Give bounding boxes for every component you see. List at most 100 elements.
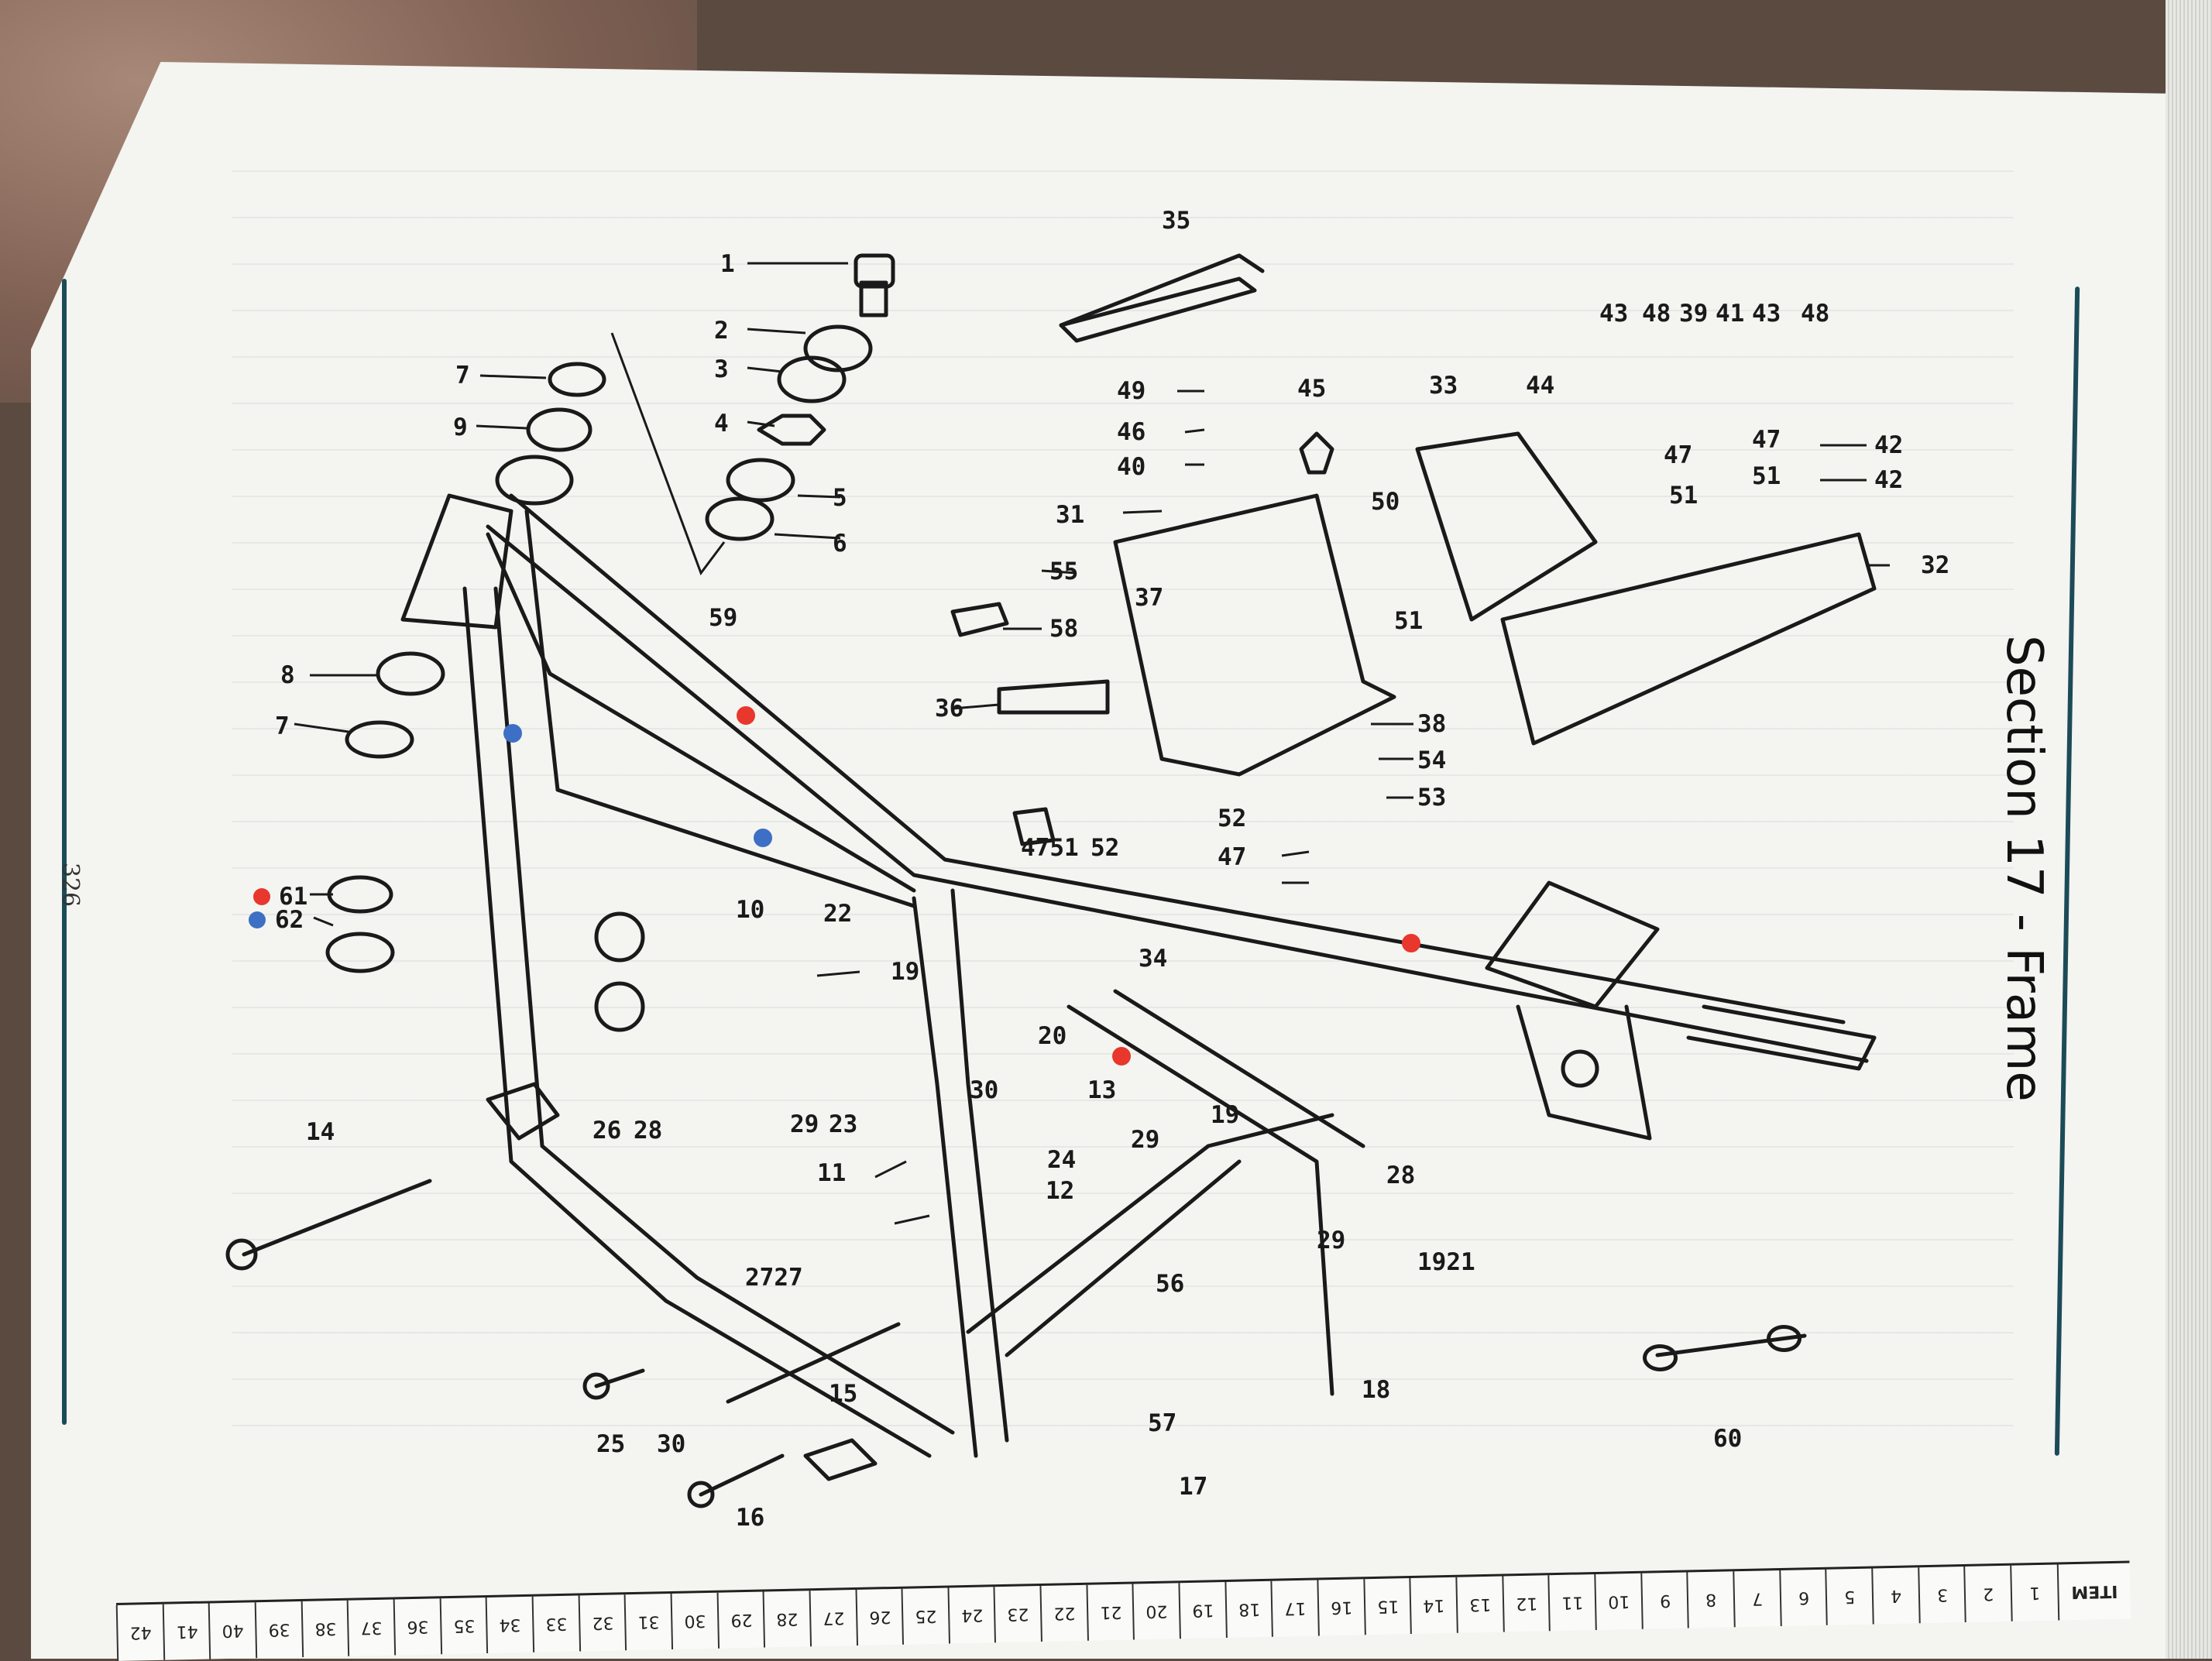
callout-42: 42 — [1874, 431, 1903, 459]
callout-43: 43 — [1599, 300, 1628, 328]
blue-marker — [503, 724, 522, 743]
table-column-header: 39 — [254, 1601, 303, 1659]
callout-29: 29 — [1317, 1227, 1345, 1254]
table-column-header: 24 — [947, 1587, 995, 1644]
callout-49: 49 — [1117, 377, 1146, 405]
manual-page — [31, 62, 2192, 1659]
callout-51: 51 — [1752, 462, 1781, 490]
red-marker — [737, 706, 755, 725]
callout-7: 7 — [455, 362, 470, 390]
table-column-header: 33 — [531, 1595, 580, 1652]
callout-53: 53 — [1417, 784, 1446, 812]
red-marker — [1402, 934, 1420, 952]
bleed-through-text — [232, 155, 2014, 1471]
callout-3: 3 — [714, 355, 729, 383]
table-column-header: 4 — [1871, 1567, 1919, 1625]
table-column-header: 32 — [578, 1594, 626, 1652]
callout-22: 22 — [823, 900, 852, 928]
callout-39: 39 — [1679, 300, 1708, 328]
callout-26: 26 — [592, 1117, 621, 1145]
callout-41: 41 — [1716, 300, 1744, 328]
callout-28: 28 — [634, 1117, 662, 1145]
leader-lines — [294, 262, 1890, 1225]
loose-fasteners — [225, 875, 901, 1508]
table-column-header: 37 — [347, 1599, 395, 1656]
callout-60: 60 — [1713, 1425, 1742, 1453]
table-column-header: 5 — [1825, 1568, 1874, 1625]
callout-29: 29 — [1131, 1126, 1159, 1154]
callout-47: 47 — [1218, 843, 1246, 871]
table-column-header: 42 — [116, 1604, 164, 1661]
callout-48: 48 — [1801, 300, 1829, 328]
main-frame-tubes — [400, 493, 1877, 1481]
callout-16: 16 — [736, 1504, 764, 1532]
callout-2727: 2727 — [745, 1264, 803, 1292]
table-column-header: 18 — [1224, 1580, 1273, 1638]
table-column-header: 17 — [1271, 1580, 1319, 1637]
steering-head-parts — [345, 253, 895, 759]
callout-45: 45 — [1297, 375, 1326, 403]
callout-37: 37 — [1135, 584, 1163, 612]
table-column-header: 28 — [763, 1591, 811, 1648]
left-margin-rule — [62, 279, 67, 1425]
callout-47: 47 — [1664, 441, 1692, 469]
callout-52: 52 — [1091, 834, 1119, 862]
callout-24: 24 — [1047, 1146, 1076, 1174]
callout-51: 51 — [1394, 607, 1423, 635]
table-column-header: 35 — [439, 1598, 487, 1655]
callout-19: 19 — [891, 958, 919, 986]
callout-43: 43 — [1752, 300, 1781, 328]
table-column-header: 11 — [1548, 1574, 1596, 1632]
callout-1: 1 — [720, 250, 735, 278]
callout-5: 5 — [833, 484, 847, 512]
table-column-header: 19 — [1178, 1582, 1227, 1639]
table-column-header: 23 — [994, 1586, 1042, 1643]
callout-31: 31 — [1056, 501, 1084, 529]
callout-57: 57 — [1148, 1409, 1176, 1437]
callout-1921: 1921 — [1417, 1248, 1475, 1276]
callout-38: 38 — [1417, 710, 1446, 738]
callout-7: 7 — [275, 712, 290, 740]
table-column-header: 27 — [809, 1590, 857, 1647]
callout-47: 47 — [1752, 426, 1781, 454]
callout-52: 52 — [1218, 805, 1246, 832]
table-column-header: 6 — [1779, 1569, 1827, 1627]
callout-46: 46 — [1117, 418, 1146, 446]
callout-6: 6 — [833, 530, 847, 558]
table-column-header: 25 — [901, 1587, 950, 1645]
callout-55: 55 — [1049, 558, 1078, 585]
callout-labels: 1 2 3 4 5 6 7 7 8 9 10 11 12 13 14 15 16… — [275, 207, 1949, 1532]
table-column-header: 8 — [1686, 1571, 1735, 1628]
callout-32: 32 — [1921, 551, 1949, 579]
callout-8: 8 — [280, 661, 295, 689]
callout-19: 19 — [1211, 1101, 1239, 1129]
red-marker — [1112, 1047, 1131, 1066]
callout-10: 10 — [736, 896, 764, 924]
page-stack-edges — [2166, 0, 2212, 1659]
callout-13: 13 — [1087, 1076, 1116, 1104]
table-column-header: 41 — [162, 1603, 210, 1660]
table-column-header: 31 — [624, 1594, 672, 1651]
callout-56: 56 — [1156, 1270, 1184, 1298]
table-column-header: 2 — [1963, 1565, 2011, 1623]
callout-44: 44 — [1526, 372, 1554, 400]
callout-54: 54 — [1417, 746, 1446, 774]
callout-35: 35 — [1162, 207, 1190, 235]
table-column-header: 16 — [1317, 1579, 1365, 1636]
red-marker — [253, 888, 270, 905]
table-column-header: 20 — [1132, 1583, 1180, 1640]
callout-40: 40 — [1117, 453, 1146, 481]
callout-11: 11 — [817, 1159, 846, 1187]
table-column-header: 30 — [670, 1592, 718, 1649]
table-column-header: 38 — [301, 1600, 349, 1657]
callout-58: 58 — [1049, 615, 1078, 643]
callout-34: 34 — [1139, 945, 1167, 973]
callout-9: 9 — [453, 414, 468, 441]
callout-12: 12 — [1046, 1177, 1074, 1205]
callout-61: 61 — [279, 883, 307, 911]
callout-20: 20 — [1038, 1022, 1066, 1050]
callout-28: 28 — [1386, 1162, 1415, 1189]
table-column-header: 1 — [2010, 1564, 2058, 1622]
callout-59: 59 — [709, 604, 737, 632]
